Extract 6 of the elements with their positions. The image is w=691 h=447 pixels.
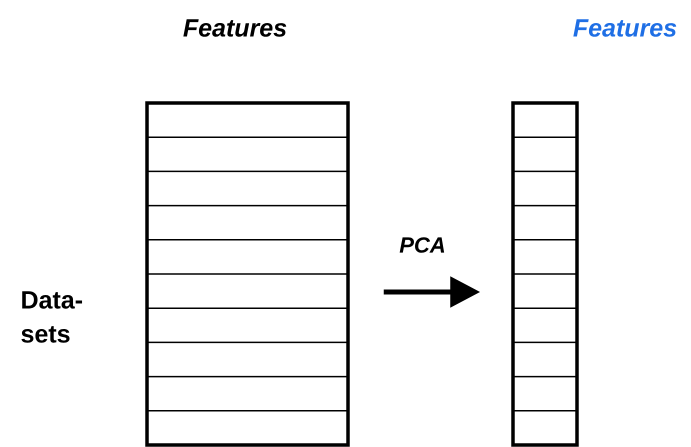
row-label: Data-sets bbox=[21, 291, 82, 343]
edge-label: PCA bbox=[400, 237, 444, 253]
column-heading: Features bbox=[183, 19, 286, 37]
table-drawing bbox=[145, 101, 350, 447]
table-drawing bbox=[511, 101, 579, 447]
column-heading: Features bbox=[573, 19, 676, 37]
